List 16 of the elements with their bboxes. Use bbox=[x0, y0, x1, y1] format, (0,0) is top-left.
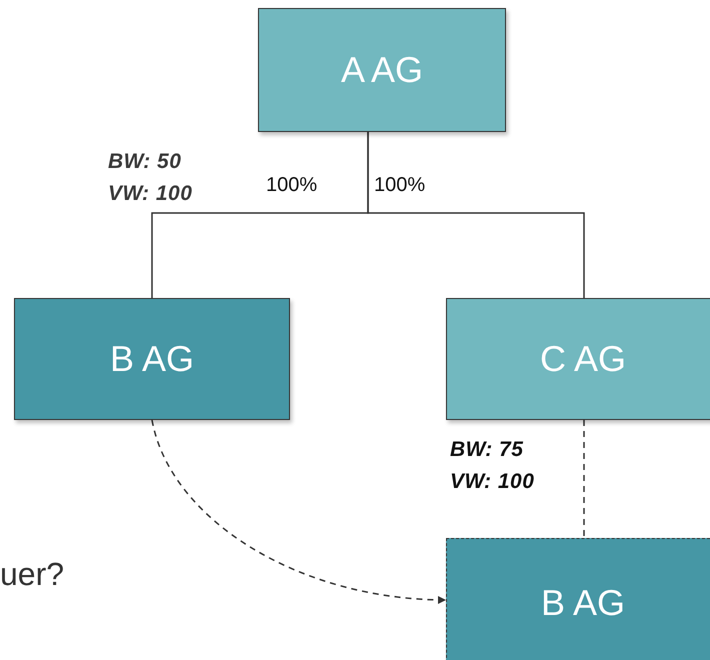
company-box bbox=[446, 298, 710, 420]
question-text: uer? bbox=[0, 556, 64, 593]
connector-line bbox=[367, 132, 585, 298]
weight-note: VW: 100 bbox=[450, 470, 534, 494]
company-name: C AG bbox=[540, 338, 626, 380]
company-box bbox=[14, 298, 290, 420]
connector-line bbox=[583, 420, 585, 538]
company-name: B AG bbox=[110, 338, 194, 380]
company-name: B AG bbox=[540, 582, 626, 624]
company-box bbox=[258, 8, 506, 132]
arrow bbox=[151, 420, 446, 604]
weight-note: BW: 75 bbox=[450, 438, 524, 462]
weight-note: VW: 100 bbox=[108, 182, 192, 206]
company-box bbox=[446, 538, 710, 660]
company-name: A AG bbox=[340, 49, 424, 91]
weight-note: BW: 50 bbox=[108, 150, 182, 174]
